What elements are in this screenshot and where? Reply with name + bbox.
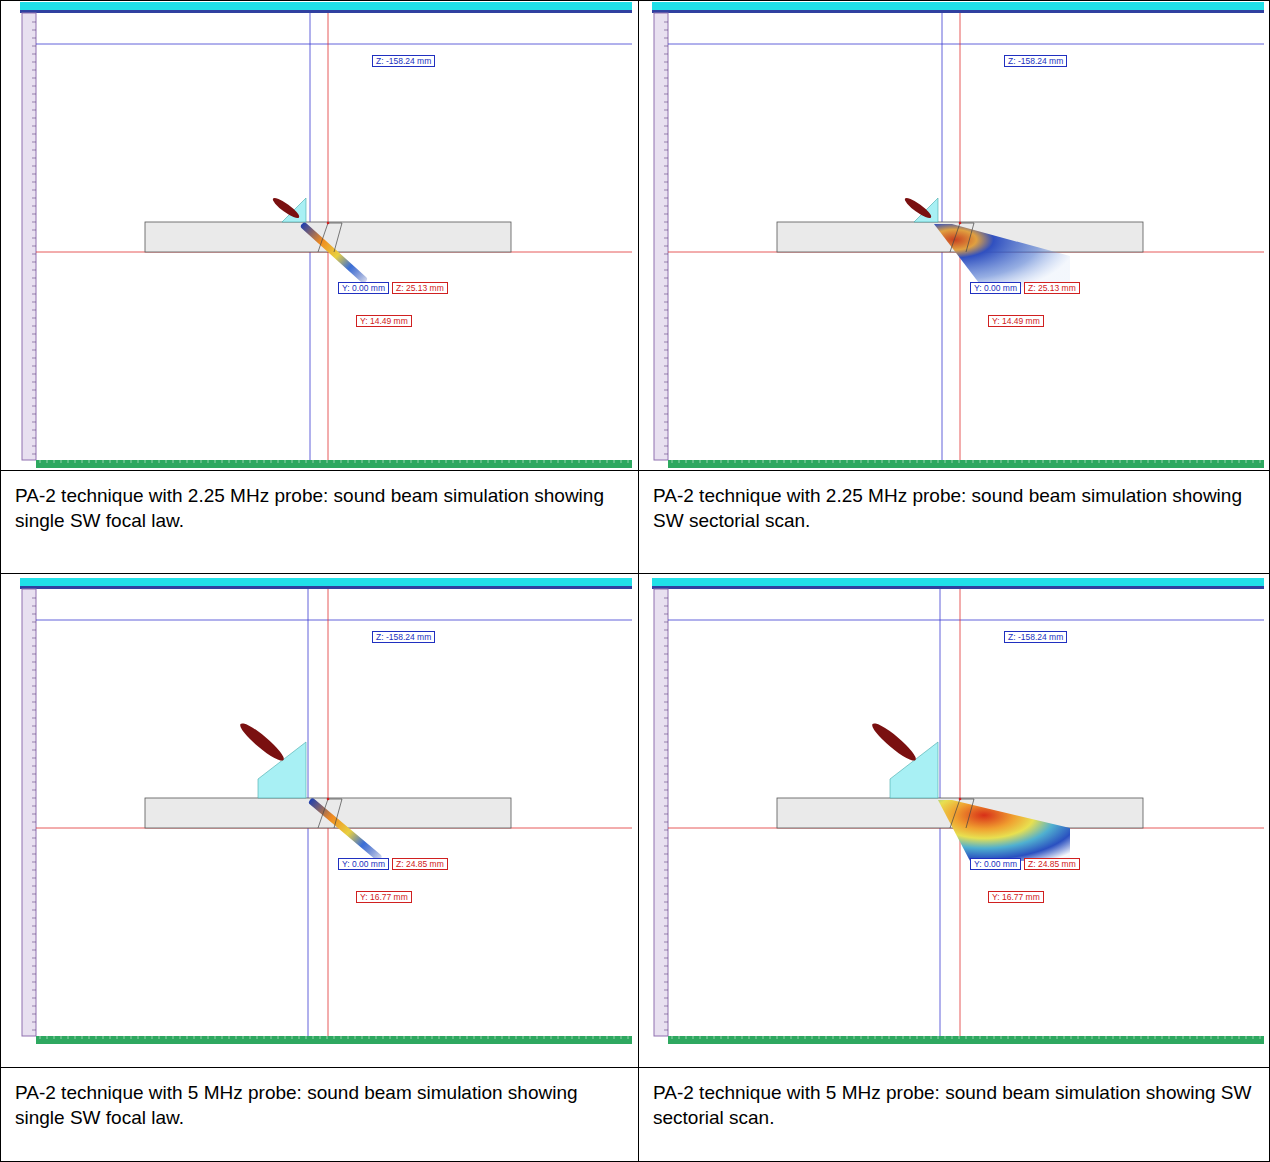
- caption-cell: PA-2 technique with 5 MHz probe: sound b…: [639, 1068, 1269, 1142]
- caption-cell: PA-2 technique with 5 MHz probe: sound b…: [1, 1068, 638, 1142]
- readout-tag: Z: 25.13 mm: [1024, 282, 1080, 294]
- caption-cell: PA-2 technique with 2.25 MHz probe: soun…: [1, 471, 638, 545]
- beam-simulation: [652, 2, 1264, 468]
- readout-tag: Z: 24.85 mm: [1024, 858, 1080, 870]
- readout-tag: Z: -158.24 mm: [372, 55, 435, 67]
- caption-text: PA-2 technique with 5 MHz probe: sound b…: [653, 1082, 1251, 1128]
- caption-cell: PA-2 technique with 2.25 MHz probe: soun…: [639, 471, 1269, 545]
- readout-tag: Y: 0.00 mm: [338, 282, 389, 294]
- caption-text: PA-2 technique with 5 MHz probe: sound b…: [15, 1082, 578, 1128]
- beam-simulation: [20, 578, 632, 1044]
- readout-tag: Z: -158.24 mm: [1004, 631, 1067, 643]
- readout-tag: Z: 24.85 mm: [392, 858, 448, 870]
- readout-tag: Y: 14.49 mm: [356, 315, 412, 327]
- readout-tag: Y: 0.00 mm: [970, 282, 1021, 294]
- readout-tag: Z: 25.13 mm: [392, 282, 448, 294]
- caption-text: PA-2 technique with 2.25 MHz probe: soun…: [15, 485, 604, 531]
- readout-tag: Z: -158.24 mm: [1004, 55, 1067, 67]
- readout-tag: Y: 16.77 mm: [988, 891, 1044, 903]
- readout-tag: Y: 14.49 mm: [988, 315, 1044, 327]
- readout-tag: Y: 0.00 mm: [970, 858, 1021, 870]
- beam-simulation: [652, 578, 1264, 1044]
- caption-text: PA-2 technique with 2.25 MHz probe: soun…: [653, 485, 1242, 531]
- readout-tag: Z: -158.24 mm: [372, 631, 435, 643]
- readout-tag: Y: 16.77 mm: [356, 891, 412, 903]
- beam-simulation: [20, 2, 632, 468]
- readout-tag: Y: 0.00 mm: [338, 858, 389, 870]
